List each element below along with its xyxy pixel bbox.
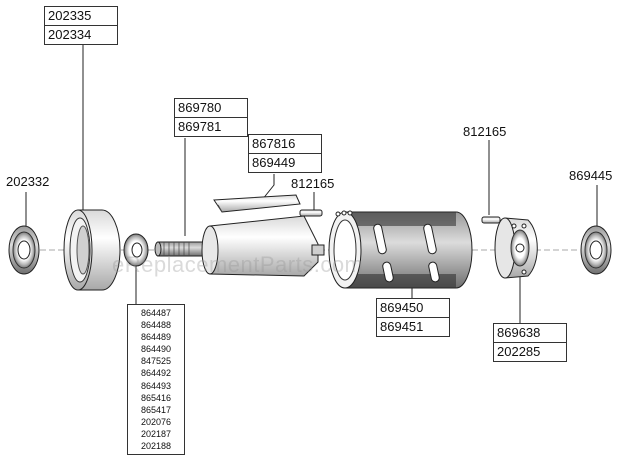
washer-part-number: 864489 — [140, 332, 172, 343]
washer-part-number: 202187 — [140, 428, 172, 439]
leader-knife — [261, 174, 275, 201]
washer-part-number: 865416 — [140, 392, 172, 403]
label-bearing-left: 202332 — [6, 174, 50, 189]
cutter-drum-part — [328, 210, 473, 289]
label-shaft-2: 869781 — [175, 117, 247, 136]
washer-part-number: 202076 — [140, 416, 172, 427]
label-shaft-1: 869780 — [178, 100, 222, 115]
watermark: eReplacementParts.com — [112, 252, 364, 277]
label-drum-1: 869450 — [380, 300, 424, 315]
washer-part-number: 865417 — [140, 404, 172, 415]
label-housing-box: 202335 202334 — [44, 6, 118, 45]
bearing-right-part — [580, 225, 612, 275]
washer-part-number: 864493 — [140, 380, 172, 391]
washer-part-number: 864492 — [140, 368, 172, 379]
label-pin-mid: 812165 — [291, 176, 335, 191]
washer-part — [123, 233, 149, 267]
washer-part-number: 202188 — [140, 441, 172, 452]
pin-mid-part — [299, 209, 323, 217]
washer-part-number: 847525 — [140, 356, 172, 367]
washer-part-number: 864490 — [140, 344, 172, 355]
label-knife-2: 869449 — [249, 153, 321, 172]
pin-right-part — [481, 216, 501, 224]
label-washer-stack: 864487 864488 864489 864490 847525 86449… — [127, 304, 185, 456]
label-cap-box: 869638 202285 — [493, 323, 567, 362]
label-shaft-box: 869780 869781 — [174, 98, 248, 137]
washer-part-number: 864487 — [140, 308, 172, 318]
shaft-cutter-part — [154, 215, 325, 277]
end-cap-part — [494, 217, 538, 279]
label-cap-2: 202285 — [494, 342, 566, 361]
label-pin-right: 812165 — [463, 124, 507, 139]
label-housing-2: 202334 — [45, 25, 117, 44]
label-drum-2: 869451 — [377, 317, 449, 336]
knife-blade-part — [213, 194, 301, 213]
label-knife-box: 867816 869449 — [248, 134, 322, 173]
bearing-left-part — [8, 225, 40, 275]
label-bearing-right: 869445 — [569, 168, 613, 183]
label-knife-1: 867816 — [252, 136, 296, 151]
housing-ring-part — [63, 209, 121, 291]
label-drum-box: 869450 869451 — [376, 298, 450, 337]
label-housing-1: 202335 — [48, 8, 92, 23]
washer-part-number: 864488 — [140, 320, 172, 331]
label-cap-1: 869638 — [497, 325, 541, 340]
